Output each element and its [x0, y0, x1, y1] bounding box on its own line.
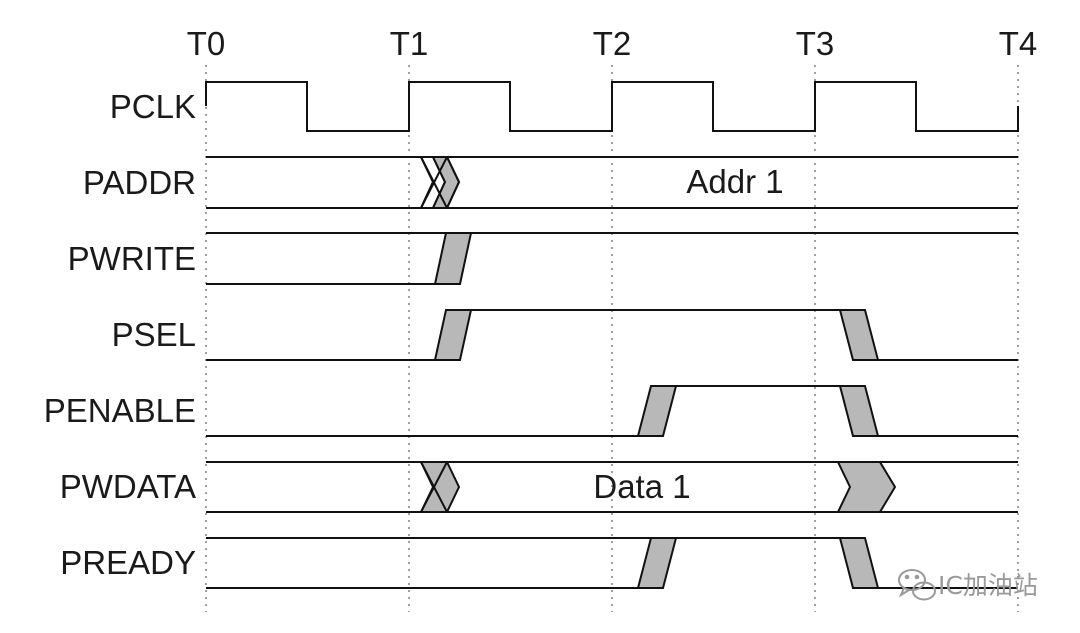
- paddr-value: Addr 1: [686, 163, 783, 200]
- watermark-text: IC加油站: [938, 571, 1038, 600]
- time-marker-t1: T1: [390, 25, 429, 62]
- time-marker-t4: T4: [999, 25, 1038, 62]
- signal-label-pwrite: PWRITE: [68, 240, 196, 277]
- pwrite-waveform: [206, 232, 1018, 285]
- pclk-waveform: [205, 81, 1019, 132]
- paddr-waveform: [206, 156, 1018, 209]
- time-gridlines: [205, 65, 1019, 612]
- pwdata-waveform: [206, 461, 1018, 513]
- signal-label-pwdata: PWDATA: [60, 468, 196, 505]
- psel-waveform: [206, 309, 1018, 361]
- time-markers: T0 T1 T2 T3 T4: [187, 25, 1038, 62]
- time-marker-t2: T2: [593, 25, 632, 62]
- time-marker-t0: T0: [187, 25, 226, 62]
- signal-label-penable: PENABLE: [44, 392, 196, 429]
- time-marker-t3: T3: [796, 25, 835, 62]
- signal-label-pready: PREADY: [60, 544, 196, 581]
- signal-labels: PCLK PADDR PWRITE PSEL PENABLE PWDATA PR…: [44, 88, 196, 581]
- signal-label-paddr: PADDR: [83, 164, 196, 201]
- signal-label-pclk: PCLK: [110, 88, 196, 125]
- penable-waveform: [206, 385, 1018, 437]
- pwdata-value: Data 1: [593, 468, 690, 505]
- pready-waveform: [206, 537, 1018, 589]
- signal-label-psel: PSEL: [112, 316, 196, 353]
- wechat-icon: [898, 569, 936, 601]
- watermark: IC加油站: [898, 569, 1038, 601]
